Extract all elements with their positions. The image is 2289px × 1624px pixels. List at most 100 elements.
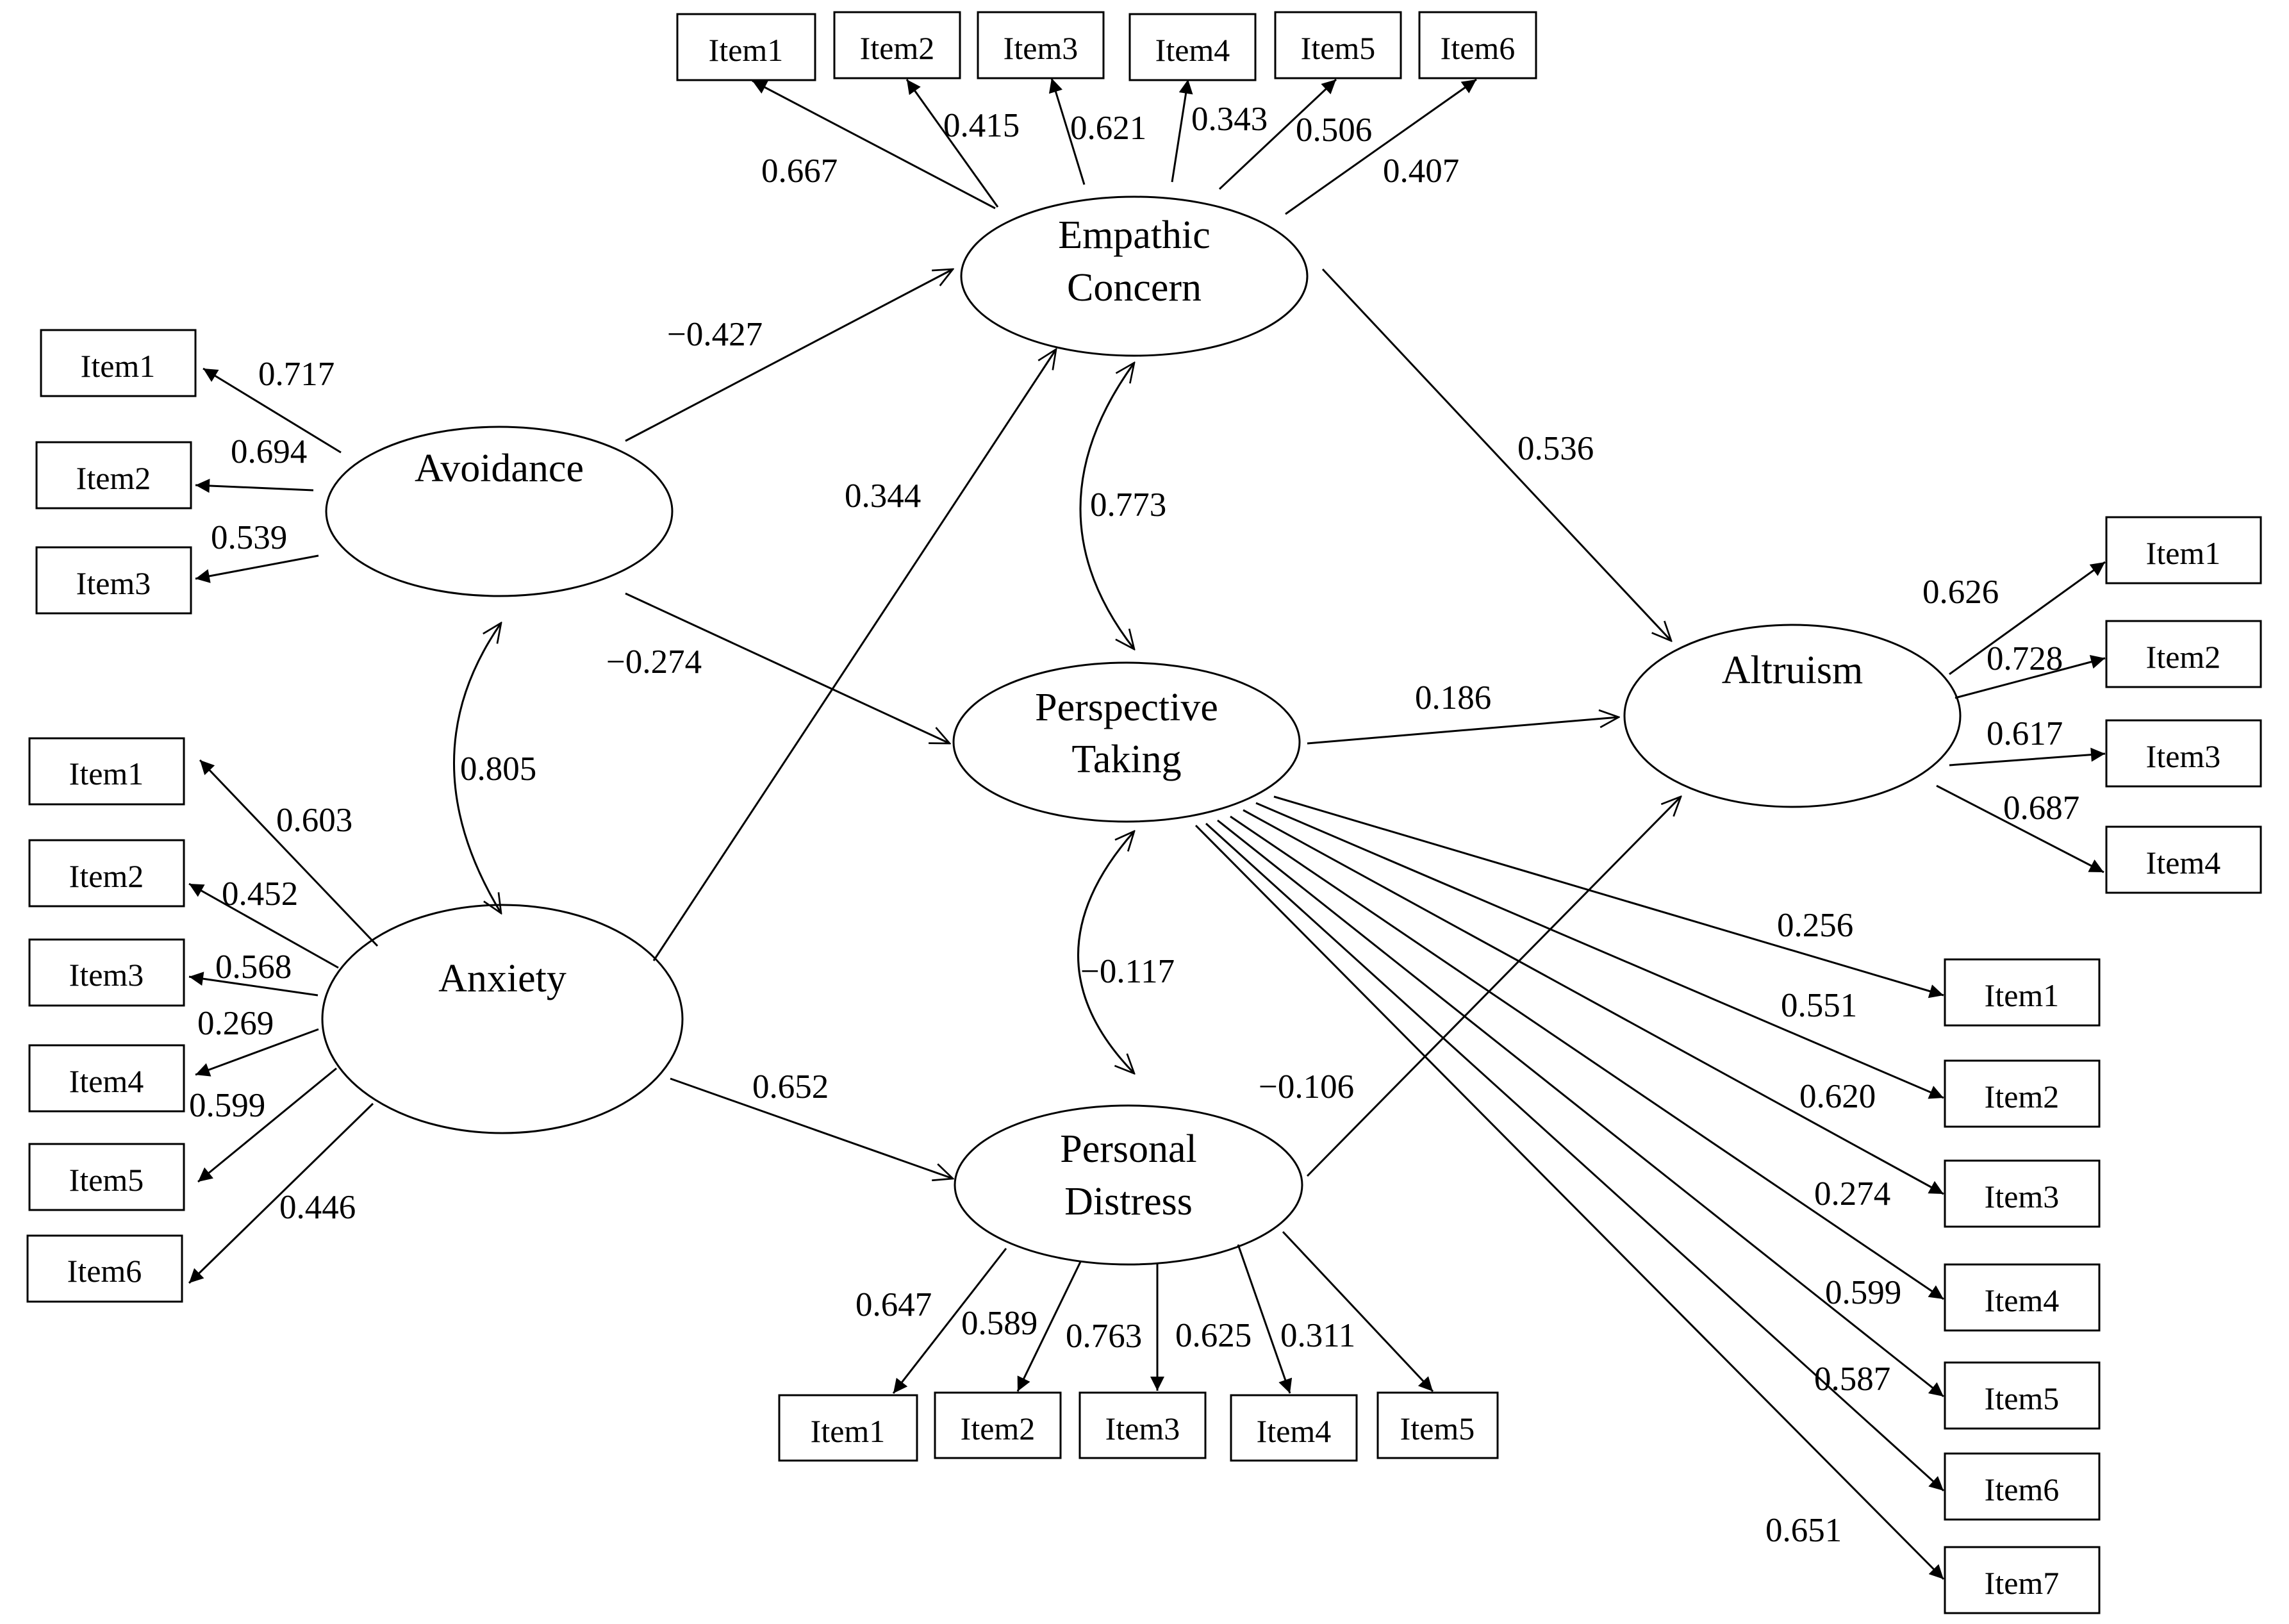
loading-value: 0.667 [761, 153, 838, 190]
latent-anxiety: Anxiety [321, 904, 684, 1134]
path-arrow-avoidance-to-perspective-taking [625, 592, 950, 743]
indicator-box [977, 11, 1105, 79]
loading-arrow [195, 1028, 319, 1077]
path-arrow-anxiety-to-empathic-concern [652, 349, 1056, 961]
indicator-label: Item4 [2146, 845, 2221, 881]
loading-arrow [202, 367, 342, 454]
indicator-box [676, 13, 816, 81]
latent-empathic-concern: Empathic Concern [960, 195, 1309, 357]
loading-value: 0.599 [1825, 1274, 1901, 1311]
latent-label: Avoidance [415, 447, 584, 490]
loading-value: 0.587 [1814, 1361, 1890, 1398]
loading-value: 0.551 [1781, 987, 1857, 1024]
latent-label: Altruism [1722, 649, 1863, 692]
latent-label-line1: Empathic [1058, 213, 1211, 257]
indicator-label: Item2 [2146, 639, 2221, 675]
loading-arrow [188, 1102, 374, 1284]
indicator-box [35, 546, 192, 615]
loading-arrow [197, 1067, 337, 1183]
loading-arrow [1237, 1244, 1293, 1394]
indicator-label: Item1 [69, 756, 144, 791]
path-arrow-empathic-concern-to-altruism [1321, 268, 1671, 641]
loading-value: 0.647 [855, 1286, 932, 1323]
loading-value: 0.539 [211, 519, 287, 556]
loading-arrow [188, 882, 339, 969]
indicator-label: Item1 [1985, 977, 2060, 1013]
latent-personal-distress: Personal Distress [954, 1104, 1303, 1266]
path-coefficient: −0.427 [667, 316, 763, 353]
loading-arrow [1954, 655, 2106, 699]
altruism-indicators: Item1 Item2 Item3 Item4 0.626 0.728 0.61… [1922, 516, 2262, 894]
indicator-label: Item5 [1400, 1411, 1475, 1446]
ellipse [960, 195, 1309, 357]
ellipse [325, 426, 673, 597]
indicator-label: Item6 [67, 1253, 142, 1289]
loading-arrow [905, 79, 999, 208]
ellipse [321, 904, 684, 1134]
indicator-box [1944, 1263, 2101, 1332]
loading-value: 0.621 [1070, 110, 1146, 147]
indicator-label: Item1 [2146, 535, 2221, 571]
loading-value: 0.603 [276, 802, 352, 839]
indicator-box [1418, 11, 1537, 79]
loading-value: 0.256 [1777, 907, 1853, 944]
indicator-label: Item2 [1985, 1079, 2060, 1114]
latent-altruism: Altruism [1623, 624, 1962, 808]
indicator-box [1944, 958, 2101, 1027]
covariance-value: 0.805 [460, 750, 536, 788]
anxiety-indicators: Item1 Item2 Item3 Item4 Item5 Item6 0.60… [26, 737, 379, 1303]
loading-arrow [1273, 795, 1944, 998]
loading-value: 0.620 [1799, 1078, 1876, 1115]
latent-label-line2: Concern [1067, 266, 1202, 310]
loading-arrow [1171, 79, 1193, 183]
latent-label-line2: Taking [1071, 738, 1181, 781]
loading-arrow [752, 79, 996, 210]
loading-value: 0.626 [1922, 574, 1999, 611]
loading-arrow [1243, 809, 1944, 1195]
latent-label: Anxiety [438, 957, 566, 1000]
indicator-box [1230, 1394, 1358, 1462]
indicator-label: Item7 [1985, 1565, 2060, 1601]
covariance-arrow-avoidance-anxiety [453, 623, 502, 913]
loading-value: 0.728 [1987, 640, 2063, 677]
indicator-label: Item4 [1155, 32, 1230, 68]
indicator-box [40, 329, 197, 397]
indicator-box [2105, 516, 2262, 584]
indicator-box [1944, 1059, 2101, 1128]
loading-value: 0.625 [1175, 1317, 1252, 1354]
indicator-label: Item2 [69, 858, 144, 894]
covariances: 0.805 0.773 −0.117 [453, 363, 1175, 1073]
indicator-label: Item4 [69, 1063, 144, 1099]
path-coefficient: −0.274 [606, 643, 702, 681]
empathic-concern-indicators: Item1 Item2 Item3 Item4 Item5 Item6 0.66… [676, 11, 1537, 215]
ellipse [1623, 624, 1962, 808]
ellipse [952, 661, 1301, 823]
latent-avoidance: Avoidance [325, 426, 673, 597]
loading-value: 0.763 [1066, 1318, 1142, 1355]
loading-arrow [1285, 78, 1477, 215]
indicator-box [28, 938, 185, 1007]
indicator-box [1944, 1159, 2101, 1228]
loading-value: 0.568 [215, 949, 292, 986]
loading-arrow [188, 972, 318, 997]
loading-arrow [199, 759, 379, 947]
loading-value: 0.269 [197, 1005, 274, 1042]
indicator-label: Item6 [1441, 30, 1516, 66]
loading-value: 0.617 [1987, 715, 2063, 752]
loading-arrow [1218, 78, 1337, 190]
indicator-label: Item6 [1985, 1471, 2060, 1507]
indicator-box [833, 11, 961, 79]
indicator-label: Item5 [69, 1162, 144, 1198]
loading-arrow [1016, 1261, 1082, 1392]
latent-label-line2: Distress [1064, 1180, 1193, 1223]
path-coefficient: 0.344 [845, 477, 921, 515]
loading-arrow [1205, 822, 1945, 1492]
covariance-value: −0.117 [1080, 953, 1175, 990]
path-arrow-personal-distress-to-altruism [1306, 797, 1681, 1177]
indicator-box [934, 1391, 1062, 1459]
indicator-label: Item1 [811, 1413, 886, 1449]
loading-arrow [1048, 78, 1086, 185]
loading-arrow [195, 554, 319, 583]
indicator-box [1944, 1361, 2101, 1430]
